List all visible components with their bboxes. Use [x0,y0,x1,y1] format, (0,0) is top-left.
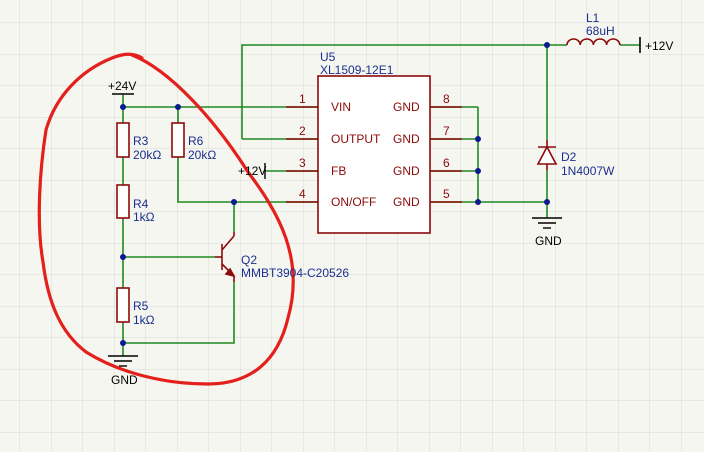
u5-pin2-num: 2 [299,124,306,138]
u5-pin3-num: 3 [299,156,306,170]
net-label-gnd-right: GND [535,234,562,248]
q2-ref-label: Q2 [241,253,257,267]
u5-pin4-num: 4 [299,187,306,201]
net-label-24v: +24V [108,79,136,93]
wire-emitter [123,282,235,344]
u5-pin7-name: GND [393,132,420,146]
wires [122,44,640,356]
net-label-12v-out: +12V [645,39,673,53]
u5-part-label: XL1509-12E1 [320,63,394,77]
gnd-symbol-right [532,217,562,229]
r5-body [116,287,130,323]
u5-pin6-num: 6 [443,156,450,170]
gnd-symbol-left [108,355,138,367]
d2-ref-label: D2 [561,150,577,164]
junctions [120,42,550,346]
inductor-l1 [566,38,621,46]
r3-body [116,122,130,158]
r6-ref-label: R6 [188,134,204,148]
r5-ref-label: R5 [133,299,149,313]
r3-value-label: 20kΩ [133,148,161,162]
u5-pin2-name: OUTPUT [331,132,381,146]
net-label-gnd-left: GND [111,373,138,387]
wire-on-off [177,157,318,203]
r3-ref-label: R3 [133,134,149,148]
r6-body [171,122,185,158]
r4-body [116,184,130,219]
u5-pin8-name: GND [393,100,420,114]
red-annotation-loop [37,52,295,386]
u5-pin3-name: FB [331,164,346,178]
r4-value-label: 1kΩ [133,210,155,224]
q2-value-label: MMBT3904-C20526 [241,266,349,280]
u5-pin5-num: 5 [443,187,450,201]
r5-value-label: 1kΩ [133,313,155,327]
u5-pin1-num: 1 [299,92,306,106]
u5-pin8-num: 8 [443,92,450,106]
resistors [116,122,185,323]
u5-pin6-name: GND [393,164,420,178]
u5-ref-label: U5 [320,50,336,64]
r6-value-label: 20kΩ [188,148,216,162]
transistor-q2 [215,232,236,282]
l1-value-label: 68uH [586,24,615,38]
u5-pin1-name: VIN [331,100,351,114]
r4-ref-label: R4 [133,197,149,211]
diode-d2 [536,140,558,170]
u5-pin4-name: ON/OFF [331,195,376,209]
u5-pin7-num: 7 [443,124,450,138]
d2-value-label: 1N4007W [561,164,615,178]
l1-ref-label: L1 [586,11,600,25]
u5-pin5-name: GND [393,195,420,209]
ic-u5[interactable] [286,75,462,234]
net-label-12v-fb: +12V [238,164,266,178]
